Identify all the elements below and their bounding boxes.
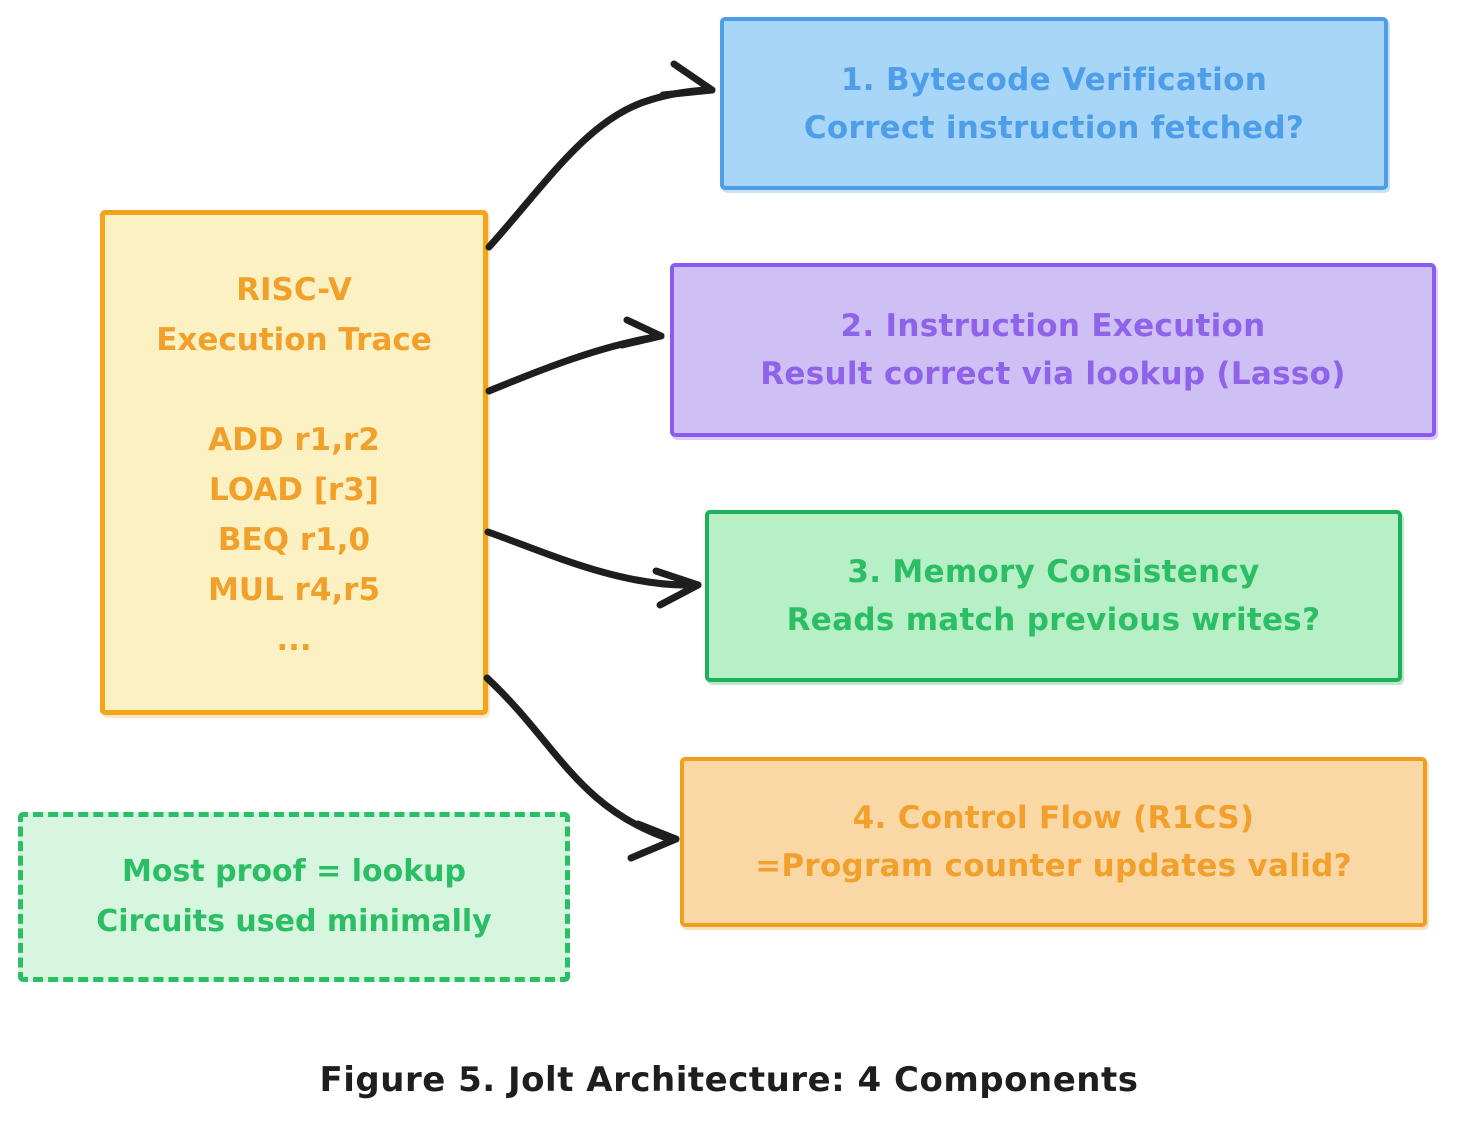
trace-instruction: ... — [276, 622, 312, 658]
arrow-to-bytecode-verification — [485, 60, 716, 251]
component-title: 2. Instruction Execution — [840, 308, 1266, 344]
trace-title-line2: Execution Trace — [156, 322, 432, 358]
arrow-to-memory-consistency — [484, 528, 702, 609]
lookup-note-box: Most proof = lookup Circuits used minima… — [18, 812, 570, 982]
figure-caption: Figure 5. Jolt Architecture: 4 Component… — [319, 1060, 1139, 1100]
component-title: 3. Memory Consistency — [847, 554, 1260, 590]
trace-instruction: BEQ r1,0 — [217, 522, 371, 558]
risc-v-trace-box: RISC-V Execution Trace ADD r1,r2 LOAD [r… — [100, 210, 488, 715]
component-subtitle: Result correct via lookup (Lasso) — [760, 356, 1346, 392]
note-line1: Most proof = lookup — [122, 854, 466, 889]
note-line2: Circuits used minimally — [96, 904, 492, 939]
component-box-bytecode-verification: 1. Bytecode Verification Correct instruc… — [720, 17, 1388, 190]
component-subtitle: Reads match previous writes? — [786, 602, 1321, 638]
component-box-memory-consistency: 3. Memory Consistency Reads match previo… — [705, 510, 1402, 682]
component-box-control-flow: 4. Control Flow (R1CS) =Program counter … — [680, 757, 1427, 927]
trace-instruction: LOAD [r3] — [209, 472, 379, 508]
arrow-to-instruction-execution — [485, 316, 665, 395]
trace-instruction: ADD r1,r2 — [208, 422, 380, 458]
trace-instruction: MUL r4,r5 — [207, 572, 381, 608]
component-title: 4. Control Flow (R1CS) — [852, 800, 1255, 836]
trace-title-line1: RISC-V — [236, 272, 352, 308]
component-subtitle: Correct instruction fetched? — [803, 109, 1305, 146]
component-subtitle: =Program counter updates valid? — [755, 848, 1352, 884]
component-box-instruction-execution: 2. Instruction Execution Result correct … — [670, 263, 1436, 437]
component-title: 1. Bytecode Verification — [840, 61, 1268, 98]
